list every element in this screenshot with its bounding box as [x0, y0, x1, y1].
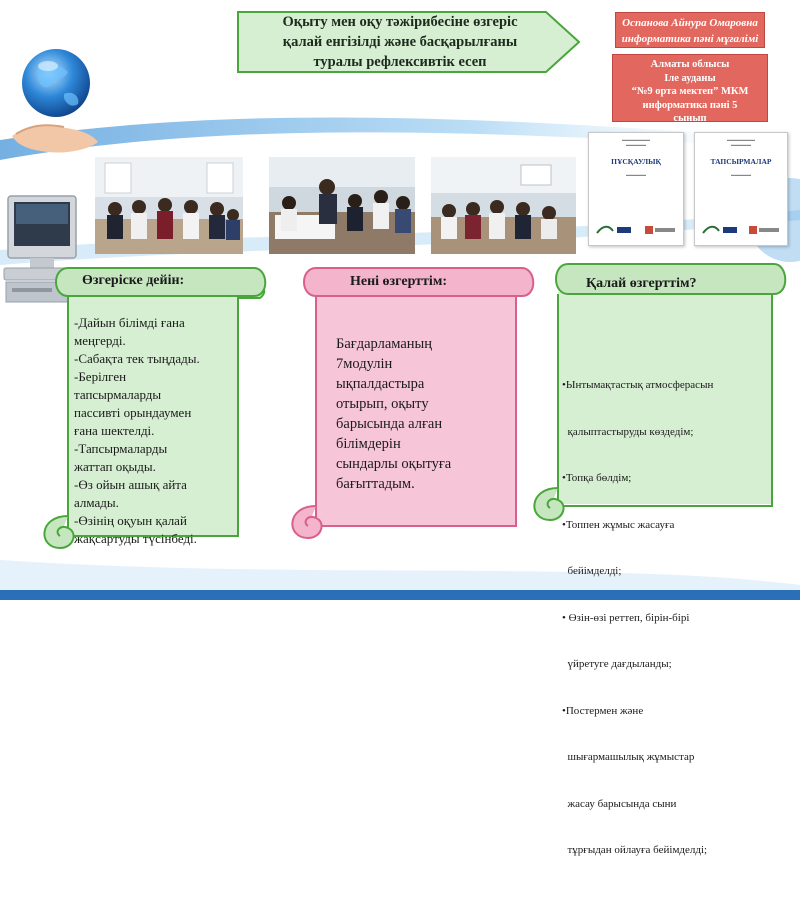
classroom-photo: [95, 157, 243, 254]
author-name: Оспанова Айнура Омаровна: [622, 17, 758, 29]
school-line: информатика пәні 5: [642, 99, 738, 111]
school-line: Алматы облысы: [650, 59, 730, 70]
list-item: тапсырмаларды: [74, 387, 162, 402]
globe-in-hand-icon: [12, 49, 98, 153]
document-header-lines: ▬▬▬▬▬▬▬▬▬▬▬▬: [622, 137, 650, 147]
list-item: білімдерін: [336, 436, 401, 452]
document-title: ТАПСЫРМАЛАР: [710, 157, 772, 166]
list-item: -Тапсырмаларды: [74, 441, 168, 456]
classroom-photo: [269, 157, 415, 254]
list-item: барысында алған: [336, 416, 443, 432]
page-title: Оқыту мен оқу тәжірибесіне өзгеріс қалай…: [250, 12, 550, 72]
how-heading: Қалай өзгерттім?: [586, 276, 697, 291]
list-item: отырып, оқыту: [336, 396, 429, 412]
document-subtitle-lines: ▬▬▬▬▬: [731, 172, 751, 177]
title-banner: [237, 11, 581, 73]
tasks-document-thumbnail: ▬▬▬▬▬▬▬▬▬▬▬▬ ТАПСЫРМАЛАР ▬▬▬▬▬: [694, 132, 788, 246]
list-item: бейімделді;: [562, 565, 622, 577]
list-item: тұрғыдан ойлауға бейімделді;: [562, 844, 708, 856]
list-item: • Өзін-өзі реттеп, бірін-бірі: [562, 611, 690, 624]
what-scroll: [291, 267, 535, 540]
document-subtitle-lines: ▬▬▬▬▬: [626, 172, 646, 177]
what-text: Бағдарламаның 7модулін ықпалдастыра отыр…: [336, 334, 451, 494]
list-item: -Берілген: [74, 369, 127, 384]
document-header-lines: ▬▬▬▬▬▬▬▬▬▬▬▬: [727, 137, 755, 147]
what-heading: Нені өзгерттім:: [350, 274, 448, 289]
list-item: жақсартуды түсінбеді.: [74, 531, 197, 546]
list-item: жасау барысында сыни: [562, 797, 677, 810]
document-logos-icon: [596, 225, 675, 234]
title-line: Оқыту мен оқу тәжірибесіне өзгеріс: [282, 14, 518, 30]
list-item: шығармашылық жұмыстар: [562, 751, 695, 763]
list-item: •Ынтымақтастық атмосферасын: [562, 379, 714, 391]
list-item: ғана шектелді.: [74, 423, 155, 438]
school-line: сынып: [673, 113, 707, 124]
list-item: меңгерді.: [74, 333, 126, 348]
list-item: •Топқа бөлдім;: [562, 472, 632, 484]
list-item: -Дайын білімді ғана: [74, 315, 185, 330]
document-logos-icon: [702, 225, 779, 234]
school-badge: Алматы облысы Іле ауданы “№9 орта мектеп…: [612, 54, 768, 124]
author-role: информатика пәні мұғалімі: [621, 33, 759, 45]
before-text: -Дайын білімді ғана меңгерді. -Сабақта т…: [74, 314, 200, 548]
list-item: Бағдарламаның: [336, 336, 433, 352]
list-item: -Сабақта тек тыңдады.: [74, 351, 200, 366]
school-line: Іле ауданы: [664, 72, 716, 84]
list-item: -Өзінің оқуын қалай: [74, 513, 187, 528]
list-item: жаттап оқыды.: [74, 459, 156, 474]
list-item: бағыттадым.: [336, 476, 415, 492]
how-text: •Ынтымақтастық атмосферасын қалыптастыру…: [562, 316, 713, 905]
school-line: “№9 орта мектеп” МКМ: [631, 86, 749, 97]
list-item: қалыптастыруды көздедім;: [562, 425, 694, 438]
before-heading: Өзгеріске дейін:: [82, 273, 185, 288]
list-item: 7модулін: [336, 356, 393, 372]
guide-document-thumbnail: ▬▬▬▬▬▬▬▬▬▬▬▬ ПҰСҚАУЛЫҚ ▬▬▬▬▬: [588, 132, 684, 246]
list-item: •Постермен және: [562, 704, 644, 717]
title-line: туралы рефлексивтік есеп: [313, 54, 487, 70]
list-item: -Өз ойын ашық айта: [74, 477, 187, 492]
list-item: •Топпен жұмыс жасауға: [562, 518, 675, 531]
list-item: пассивті орындаумен: [74, 405, 192, 420]
list-item: үйретуге дағдыланды;: [562, 658, 672, 670]
how-scroll: [533, 263, 787, 522]
title-line: қалай енгізілді және басқарылғаны: [282, 34, 518, 50]
list-item: алмады.: [74, 495, 119, 510]
document-title: ПҰСҚАУЛЫҚ: [611, 157, 661, 166]
author-badge: Оспанова Айнура Омаровна информатика пән…: [615, 12, 765, 48]
classroom-photo: [431, 157, 576, 254]
list-item: сындарлы оқытуға: [336, 456, 452, 472]
list-item: ықпалдастыра: [336, 376, 425, 392]
before-scroll: [43, 267, 267, 550]
